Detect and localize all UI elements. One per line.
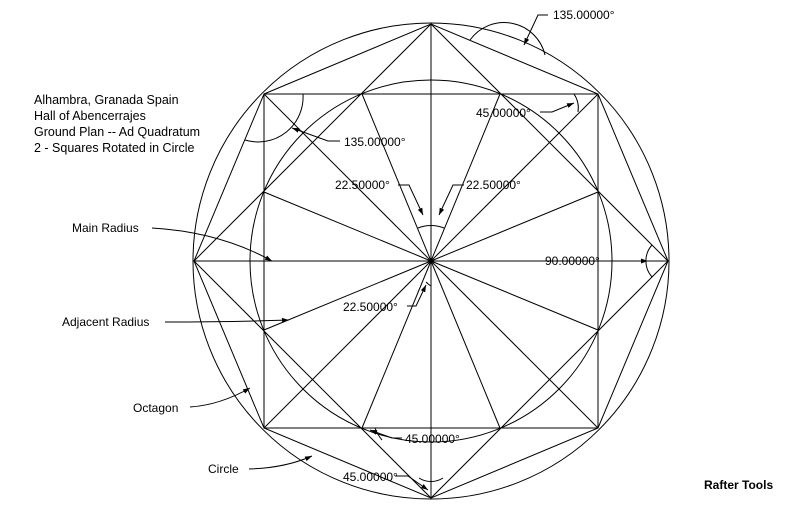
label-angle-upper-right-45: 45.00000° — [476, 106, 531, 120]
arc-top-135 — [470, 23, 545, 55]
label-main-radius: Main Radius — [72, 221, 139, 235]
label-angle-left-135: 135.00000° — [344, 135, 406, 149]
leader-center-left-22 — [398, 184, 424, 216]
label-angle-top-135: 135.00000° — [553, 8, 615, 22]
leader-bottom-center-45 — [395, 475, 429, 491]
adjacent-radii — [264, 94, 598, 428]
leader-circle — [249, 456, 312, 469]
brand-label: Rafter Tools — [704, 478, 774, 492]
main-radii — [194, 24, 668, 498]
label-angle-right-90: 90.00000° — [545, 254, 600, 268]
arc-lower-22 — [426, 282, 431, 286]
leader-upper-right-45 — [540, 102, 575, 113]
arc-center-22 — [418, 226, 444, 228]
title-line-4: 2 - Squares Rotated in Circle — [34, 141, 195, 155]
leader-left-135 — [291, 127, 340, 142]
arc-bottom-center-45 — [419, 478, 443, 482]
label-angle-center-right-22: 22.50000° — [466, 178, 521, 192]
leader-bottom-45 — [369, 429, 402, 439]
title-line-1: Alhambra, Granada Spain — [34, 93, 179, 107]
label-circle: Circle — [208, 462, 239, 476]
leader-adjacent-radius — [165, 317, 289, 323]
arc-bottom-45 — [375, 428, 382, 440]
label-adjacent-radius: Adjacent Radius — [62, 315, 149, 329]
leader-octagon — [190, 388, 250, 407]
leader-main-radius — [152, 228, 272, 261]
title-line-3: Ground Plan -- Ad Quadratum — [34, 125, 201, 139]
title-line-2: Hall of Abencerrajes — [34, 109, 146, 123]
leader-top-135 — [523, 14, 548, 46]
leader-center-right-22 — [438, 184, 464, 216]
title-block: Alhambra, Granada Spain Hall of Abencerr… — [34, 92, 200, 156]
label-octagon: Octagon — [133, 401, 178, 415]
leader-lower-22 — [407, 284, 427, 307]
label-angle-bottom-center-45: 45.00000° — [343, 470, 398, 484]
outer-circle — [193, 23, 669, 499]
label-angle-center-left-22: 22.50000° — [335, 178, 390, 192]
arc-left-135 — [245, 94, 303, 142]
arc-upper-right-45 — [574, 94, 578, 112]
label-angle-bottom-45: 45.00000° — [405, 432, 460, 446]
label-angle-lower-22: 22.50000° — [343, 300, 398, 314]
